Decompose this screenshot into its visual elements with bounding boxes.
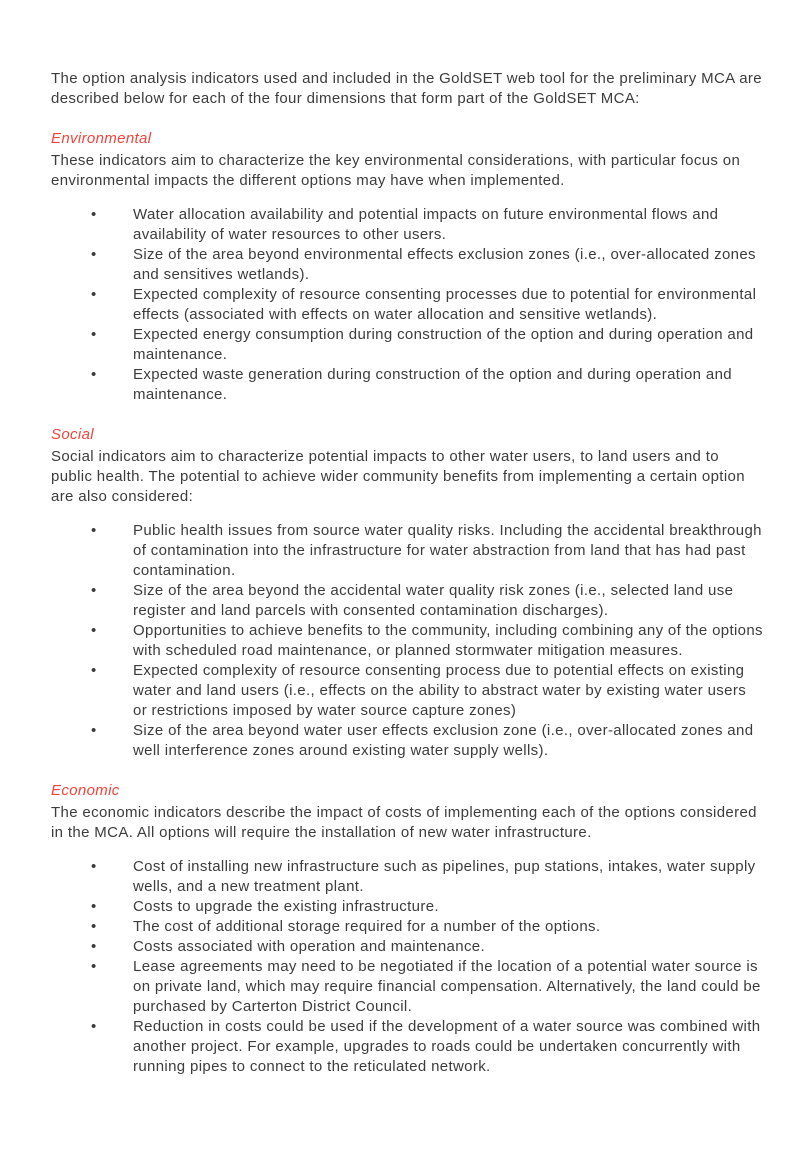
- bullet-icon: •: [91, 662, 97, 679]
- bullet-icon: •: [91, 582, 97, 599]
- bullet-icon: •: [91, 366, 97, 383]
- bullet-icon: •: [91, 206, 97, 223]
- section-heading: Environmental: [51, 130, 152, 147]
- section-economic: Economic The economic indicators describ…: [51, 781, 763, 1077]
- indicator-text: Expected energy consumption during const…: [133, 326, 754, 363]
- indicator-text: Reduction in costs could be used if the …: [133, 1018, 761, 1075]
- indicator-list: • Water allocation availability and poten…: [51, 205, 763, 405]
- indicator-item: • Expected complexity of resource consent…: [51, 285, 763, 325]
- indicator-item: • Size of the area beyond water user effe…: [51, 721, 763, 761]
- indicator-item: • Lease agreements may need to be negotia…: [51, 957, 763, 1017]
- document-page: The option analysis indicators used and …: [51, 69, 763, 1097]
- indicator-item: • Size of the area beyond the accidental …: [51, 581, 763, 621]
- sections: Environmental These indicators aim to ch…: [51, 129, 763, 1077]
- indicator-text: Expected waste generation during constru…: [133, 366, 732, 403]
- indicator-item: • Expected complexity of resource consent…: [51, 661, 763, 721]
- indicator-text: Size of the area beyond the accidental w…: [133, 582, 734, 619]
- indicator-text: Lease agreements may need to be negotiat…: [133, 958, 761, 1015]
- section-environmental: Environmental These indicators aim to ch…: [51, 129, 763, 405]
- indicator-text: Cost of installing new infrastructure su…: [133, 858, 756, 895]
- bullet-icon: •: [91, 898, 97, 915]
- indicator-item: • The cost of additional storage required…: [51, 917, 763, 937]
- indicator-item: • Expected waste generation during constr…: [51, 365, 763, 405]
- indicator-text: Costs to upgrade the existing infrastruc…: [133, 898, 439, 915]
- indicator-text: Expected complexity of resource consenti…: [133, 286, 757, 323]
- indicator-item: • Costs to upgrade the existing infrastru…: [51, 897, 763, 917]
- indicator-text: The cost of additional storage required …: [133, 918, 601, 935]
- indicator-text: Opportunities to achieve benefits to the…: [133, 622, 763, 659]
- section-description: The economic indicators describe the imp…: [51, 804, 757, 841]
- indicator-text: Size of the area beyond environmental ef…: [133, 246, 756, 283]
- indicator-list: • Public health issues from source water …: [51, 521, 763, 761]
- indicator-item: • Opportunities to achieve benefits to th…: [51, 621, 763, 661]
- indicator-text: Public health issues from source water q…: [133, 522, 762, 579]
- section-description: Social indicators aim to characterize po…: [51, 448, 745, 505]
- bullet-icon: •: [91, 858, 97, 875]
- indicator-text: Costs associated with operation and main…: [133, 938, 485, 955]
- bullet-icon: •: [91, 958, 97, 975]
- bullet-icon: •: [91, 522, 97, 539]
- bullet-icon: •: [91, 246, 97, 263]
- section-heading: Social: [51, 426, 94, 443]
- bullet-icon: •: [91, 326, 97, 343]
- section-description: These indicators aim to characterize the…: [51, 152, 741, 189]
- indicator-item: • Water allocation availability and poten…: [51, 205, 763, 245]
- bullet-icon: •: [91, 622, 97, 639]
- indicator-item: • Expected energy consumption during cons…: [51, 325, 763, 365]
- indicator-text: Size of the area beyond water user effec…: [133, 722, 754, 759]
- indicator-list: • Cost of installing new infrastructure s…: [51, 857, 763, 1077]
- bullet-icon: •: [91, 938, 97, 955]
- bullet-icon: •: [91, 722, 97, 739]
- intro-paragraph: The option analysis indicators used and …: [51, 70, 762, 107]
- indicator-item: • Size of the area beyond environmental e…: [51, 245, 763, 285]
- section-heading: Economic: [51, 782, 120, 799]
- section-social: Social Social indicators aim to characte…: [51, 425, 763, 761]
- indicator-item: • Reduction in costs could be used if the…: [51, 1017, 763, 1077]
- indicator-text: Water allocation availability and potent…: [133, 206, 719, 243]
- indicator-item: • Public health issues from source water …: [51, 521, 763, 581]
- bullet-icon: •: [91, 1018, 97, 1035]
- indicator-item: • Costs associated with operation and mai…: [51, 937, 763, 957]
- bullet-icon: •: [91, 918, 97, 935]
- indicator-item: • Cost of installing new infrastructure s…: [51, 857, 763, 897]
- bullet-icon: •: [91, 286, 97, 303]
- indicator-text: Expected complexity of resource consenti…: [133, 662, 747, 719]
